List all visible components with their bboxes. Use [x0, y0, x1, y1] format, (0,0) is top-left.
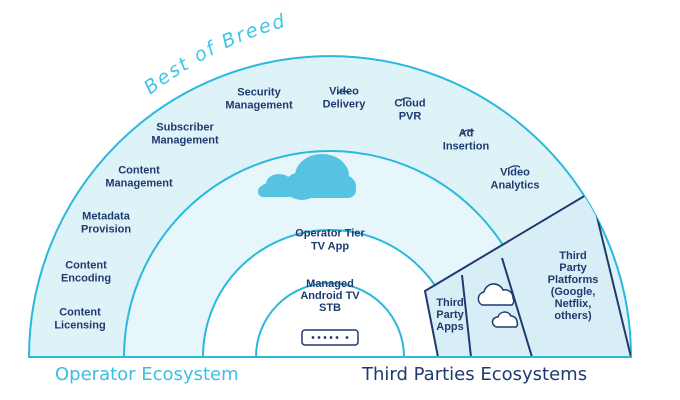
ad-insertion-label-line: Insertion — [443, 141, 490, 153]
stb-ring — [254, 282, 406, 358]
ad-insertion-label-line: Ad — [459, 128, 474, 140]
cloud-pvr-label-line: PVR — [399, 111, 422, 123]
swoosh-icon — [507, 165, 521, 170]
swoosh-icon — [461, 129, 475, 134]
security-management-label-line: Security — [237, 87, 281, 99]
third-party-divider-2 — [501, 257, 533, 357]
content-licensing-label-line: Content — [59, 307, 101, 319]
third-party-platforms-label-line: Netflix, — [555, 298, 592, 310]
metadata-provision-label-line: Provision — [81, 224, 131, 236]
subscriber-management-label-line: Management — [151, 135, 219, 147]
video-analytics-label-line: Analytics — [491, 180, 540, 192]
small-cloud-icon — [258, 174, 294, 197]
cloud-icon — [284, 154, 356, 200]
metadata-provision-label-line: Metadata — [82, 211, 131, 223]
swoosh-icon — [336, 90, 350, 95]
managed-stb-label-line: Managed — [306, 278, 354, 290]
operator-ecosystem-caption: Operator Ecosystem — [55, 364, 239, 385]
third-party-platforms-label-line: Party — [559, 262, 587, 274]
operator-tier-label-line: TV App — [311, 241, 349, 253]
content-encoding-label-line: Content — [65, 260, 107, 272]
content-management-label-line: Content — [118, 165, 160, 177]
subscriber-management-label-line: Subscriber — [156, 122, 214, 134]
third-party-apps-label-line: Third — [436, 297, 464, 309]
third-party-apps-label-line: Apps — [436, 321, 464, 333]
third-party-divider-1 — [461, 274, 472, 357]
third-party-platforms-label-line: Third — [559, 250, 587, 262]
video-analytics-label-line: Video — [500, 167, 530, 179]
third-party-apps-label-line: Party — [436, 309, 464, 321]
content-licensing-label-line: Licensing — [54, 320, 105, 332]
third-parties-ecosystems-caption: Third Parties Ecosystems — [362, 364, 588, 385]
content-management-label-line: Management — [105, 178, 173, 190]
content-encoding-label-line: Encoding — [61, 273, 111, 285]
third-party-platforms-label-line: Platforms — [548, 274, 599, 286]
security-management-label-line: Management — [225, 100, 293, 112]
operator-tier-label-line: Operator Tier — [295, 228, 365, 240]
managed-stb-label-line: Android TV — [300, 290, 360, 302]
stb-device-icon — [301, 329, 359, 346]
video-delivery-label-line: Delivery — [323, 99, 367, 111]
swoosh-icons — [336, 90, 521, 170]
third-party-platforms-label-line: (Google, — [551, 286, 596, 298]
third-party-platforms-label-line: others) — [554, 310, 592, 322]
managed-stb-label-line: STB — [319, 302, 341, 314]
cloud-pvr-label-line: Cloud — [394, 98, 425, 110]
swoosh-icon — [399, 97, 412, 102]
outline-cloud-icon — [477, 283, 519, 328]
third-party-sector — [423, 190, 631, 357]
